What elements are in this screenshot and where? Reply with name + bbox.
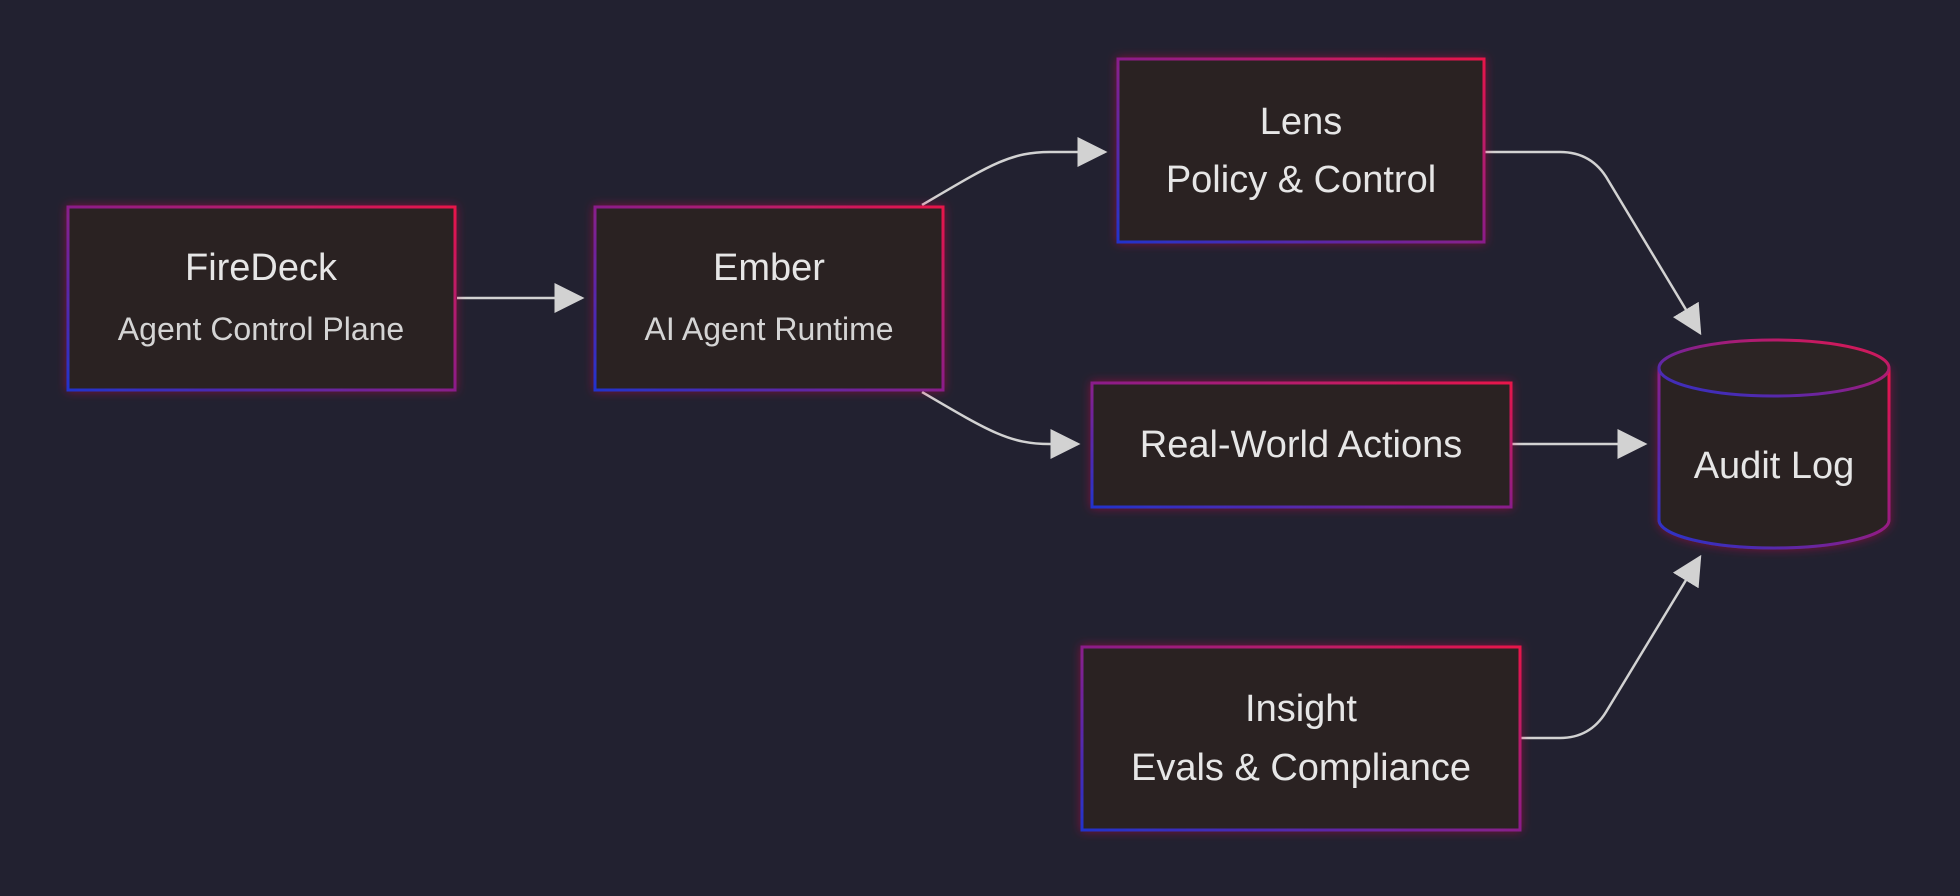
node-insight[interactable]: Insight Evals & Compliance (1080, 645, 1522, 832)
node-real-world-actions[interactable]: Real-World Actions (1090, 381, 1513, 509)
node-lens-subtitle: Policy & Control (1166, 159, 1436, 201)
node-firedeck-title: FireDeck (185, 247, 338, 289)
edge-ember-to-lens (921, 137, 1108, 207)
node-firedeck[interactable]: FireDeck Agent Control Plane (66, 205, 457, 392)
edge-ember-to-actions (921, 390, 1081, 459)
node-lens-title: Lens (1260, 101, 1342, 143)
node-insight-subtitle: Evals & Compliance (1131, 747, 1471, 789)
edge-insight-to-audit (1521, 554, 1702, 740)
node-lens[interactable]: Lens Policy & Control (1116, 57, 1486, 244)
node-audit-log[interactable]: Audit Log (1657, 338, 1891, 550)
node-ember[interactable]: Ember AI Agent Runtime (593, 205, 945, 392)
edge-lens-to-audit (1485, 150, 1702, 336)
node-ember-title: Ember (713, 247, 825, 289)
audit-log-cylinder-top (1657, 338, 1891, 398)
node-audit-log-title: Audit Log (1694, 445, 1855, 487)
node-insight-title: Insight (1245, 688, 1357, 730)
node-real-world-actions-title: Real-World Actions (1140, 424, 1462, 466)
node-ember-subtitle: AI Agent Runtime (644, 311, 893, 347)
node-firedeck-subtitle: Agent Control Plane (118, 311, 404, 347)
audit-log-cylinder-body (1657, 368, 1891, 550)
